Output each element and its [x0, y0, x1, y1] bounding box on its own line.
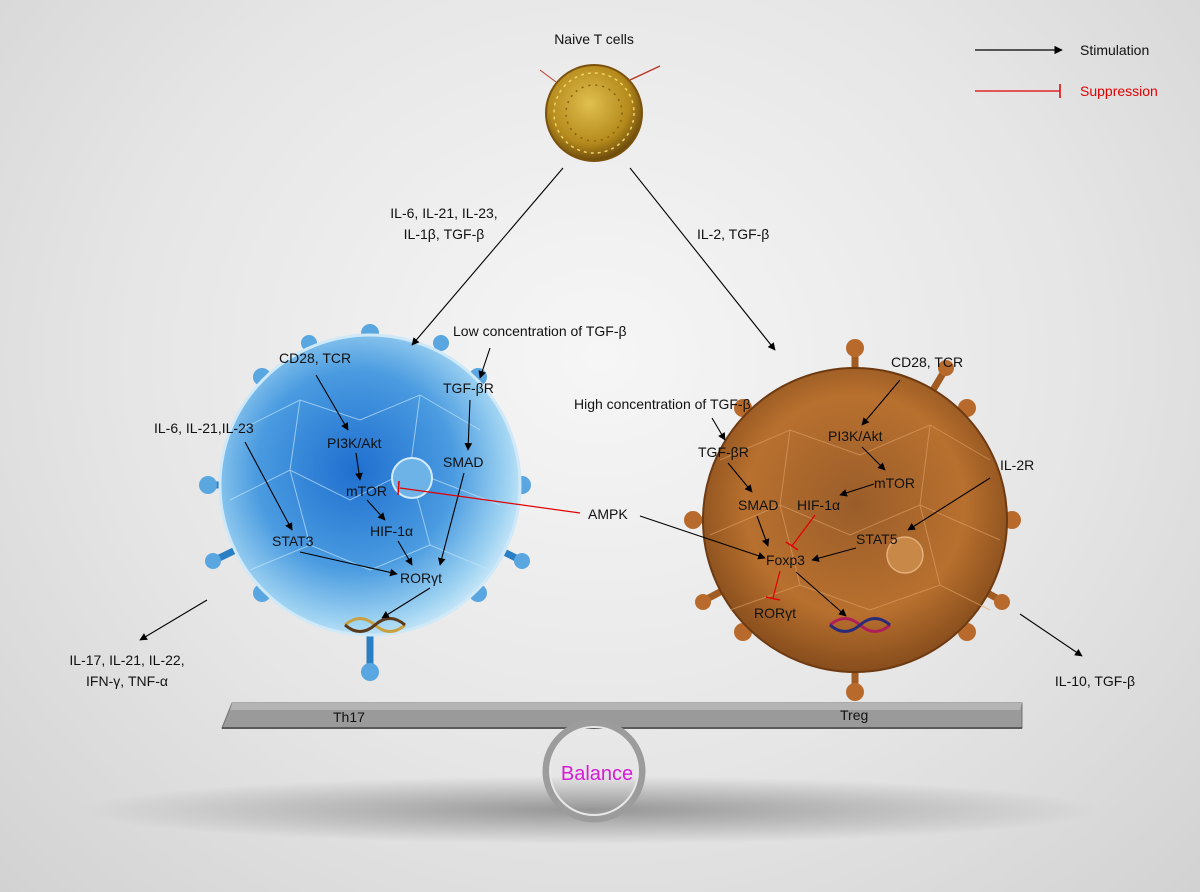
- th17-output-line1: IL-17, IL-21, IL-22,: [69, 652, 184, 668]
- foxp3-suppress-rorgt-line: [772, 570, 781, 599]
- high-tgf-to-tgfbr-arrow: [711, 417, 726, 441]
- stat5-to-foxp3-arrow: [811, 547, 857, 562]
- th17-output-line2: IFN-γ, TNF-α: [86, 673, 168, 689]
- balance-shadow: [80, 776, 1100, 844]
- pi3k-to-mtor-arrow: [355, 452, 363, 481]
- th17-balance-label: Th17: [333, 709, 365, 725]
- balance-seesaw: [221, 702, 1023, 823]
- th17-il6-label: IL-6, IL-21,IL-23: [154, 420, 254, 436]
- treg-smad-label: SMAD: [738, 497, 778, 513]
- th17-mtor-label: mTOR: [346, 483, 387, 499]
- th17-pi3k-label: PI3K/Akt: [327, 435, 382, 451]
- mtor-to-hif-arrow: [366, 499, 386, 521]
- stat3-to-rorgt-arrow: [299, 551, 398, 577]
- rorgt-to-dna-arrow: [381, 587, 431, 619]
- legend-suppression-label: Suppression: [1080, 83, 1158, 99]
- treg-hif-label: HIF-1α: [797, 497, 840, 513]
- low-tgf-to-tgfbr-arrow: [478, 347, 491, 379]
- il6-to-stat3-arrow: [244, 441, 293, 531]
- treg-output-arrow: [1019, 613, 1083, 657]
- il2r-to-stat5-arrow: [907, 477, 991, 531]
- treg-cell-illustration: [684, 339, 1021, 701]
- treg-cd28-tcr-label: CD28, TCR: [891, 354, 963, 370]
- th17-rorgt-label: RORγt: [400, 570, 442, 586]
- cd28-to-pi3k-arrow: [315, 374, 349, 431]
- th17-cd28-tcr-label: CD28, TCR: [279, 350, 351, 366]
- naive-t-cells-label: Naive T cells: [554, 31, 634, 47]
- treg-inducers: IL-2, TGF-β: [697, 226, 769, 242]
- foxp3-to-dna-arrow: [795, 571, 847, 617]
- treg-dna-icon: [829, 617, 891, 633]
- treg-mtor-to-hif-arrow: [839, 483, 875, 497]
- th17-smad-label: SMAD: [443, 454, 483, 470]
- treg-mtor-label: mTOR: [874, 475, 915, 491]
- th17-hif-label: HIF-1α: [370, 523, 413, 539]
- treg-il2r-label: IL-2R: [1000, 457, 1034, 473]
- th17-cell-illustration: [199, 324, 531, 681]
- th17-output-arrow: [139, 599, 208, 641]
- th17-dna-icon: [344, 617, 406, 633]
- treg-high-tgf-label: High concentration of TGF-β: [574, 396, 751, 412]
- hif-suppress-foxp3-line: [791, 514, 816, 547]
- legend-stimulation-label: Stimulation: [1080, 42, 1149, 58]
- ampk-to-foxp3-arrow: [639, 515, 766, 560]
- th17-tgfbr-label: TGF-βR: [443, 380, 494, 396]
- hif-suppress-foxp3-bar: [785, 541, 799, 551]
- treg-smad-to-foxp3-arrow: [756, 515, 770, 547]
- ampk-label: AMPK: [588, 506, 628, 522]
- tgfbr-to-smad-arrow: [464, 399, 473, 451]
- naive-to-th17-arrow: [411, 167, 564, 346]
- naive-to-treg-arrow: [629, 167, 776, 351]
- treg-foxp3-label: Foxp3: [766, 552, 805, 568]
- treg-tgfbr-to-smad-arrow: [727, 462, 753, 493]
- th17-inducers-line1: IL-6, IL-21, IL-23,: [390, 205, 497, 221]
- treg-balance-label: Treg: [840, 707, 868, 723]
- treg-tgfbr-label: TGF-βR: [698, 444, 749, 460]
- hif-to-rorgt-arrow: [397, 540, 413, 566]
- th17-inducers-line2: IL-1β, TGF-β: [404, 226, 485, 242]
- naive-t-cell-illustration: [539, 64, 661, 162]
- ampk-suppress-mtor-bar: [397, 480, 400, 496]
- balance-label: Balance: [561, 763, 633, 785]
- treg-output-label: IL-10, TGF-β: [1055, 673, 1135, 689]
- treg-rorgt-label: RORγt: [754, 605, 796, 621]
- treg-stat5-label: STAT5: [856, 531, 898, 547]
- treg-pi3k-label: PI3K/Akt: [828, 428, 883, 444]
- th17-low-tgf-label: Low concentration of TGF-β: [453, 323, 627, 339]
- th17-stat3-label: STAT3: [272, 533, 314, 549]
- smad-to-rorgt-arrow: [438, 472, 465, 566]
- treg-cd28-to-pi3k-arrow: [861, 379, 901, 426]
- legend: Stimulation Suppression: [975, 42, 1158, 99]
- foxp3-suppress-rorgt-bar: [765, 596, 781, 601]
- ampk-suppress-mtor-line: [399, 487, 581, 514]
- treg-pi3k-to-mtor-arrow: [861, 446, 886, 471]
